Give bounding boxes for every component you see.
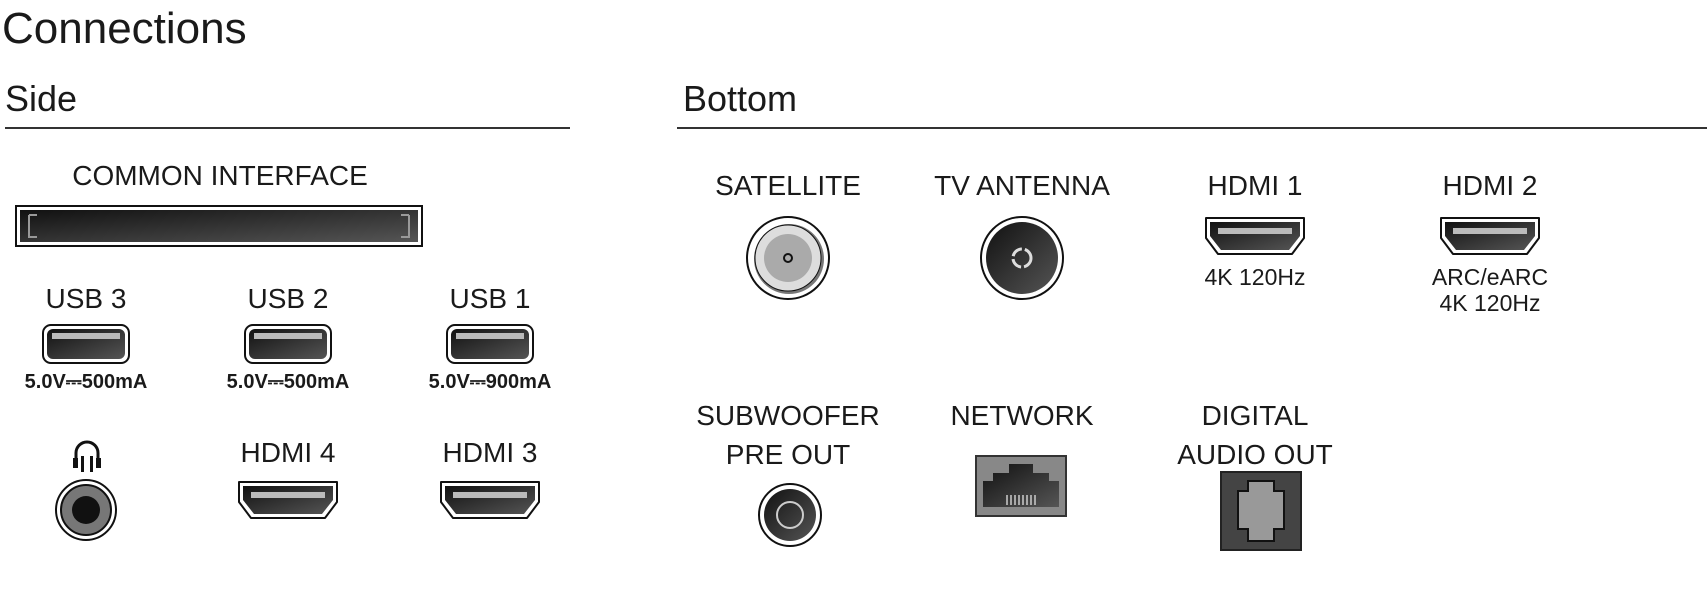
- usb2-port-icon: [244, 324, 332, 364]
- bottom-heading: Bottom: [683, 78, 798, 119]
- network-label: NETWORK: [950, 400, 1094, 431]
- usb2-spec: 5.0V⎓500mA: [226, 371, 350, 393]
- headphones-icon: [73, 440, 101, 472]
- hdmi2-label: HDMI 2: [1442, 170, 1538, 201]
- bottom-divider: [677, 127, 1707, 129]
- audio-out-label: AUDIO OUT: [1177, 439, 1333, 470]
- common-interface-slot-icon: [15, 205, 423, 247]
- pre-out-label: PRE OUT: [725, 439, 851, 470]
- common-interface-label: COMMON INTERFACE: [72, 160, 368, 191]
- side-divider: [5, 127, 570, 129]
- usb2-label: USB 2: [247, 283, 329, 314]
- page-title: Connections: [2, 4, 247, 53]
- usb3-label: USB 3: [45, 283, 127, 314]
- optical-port-icon: [1220, 471, 1302, 551]
- digital-label: DIGITAL: [1201, 400, 1309, 431]
- antenna-connector-icon: [980, 216, 1064, 300]
- usb3-spec: 5.0V⎓500mA: [24, 371, 148, 393]
- hdmi2-port-icon: [1437, 214, 1543, 258]
- usb1-port-icon: [446, 324, 534, 364]
- hdmi2-note-4k: 4K 120Hz: [1439, 290, 1541, 316]
- hdmi3-port-icon: [437, 478, 543, 522]
- hdmi1-port-icon: [1202, 214, 1308, 258]
- headphone-jack-icon: [55, 479, 117, 541]
- hdmi4-label: HDMI 4: [240, 437, 336, 468]
- satellite-connector-icon: [746, 216, 830, 300]
- hdmi3-label: HDMI 3: [442, 437, 538, 468]
- side-heading: Side: [5, 78, 78, 119]
- ethernet-port-icon: [975, 455, 1067, 517]
- usb1-label: USB 1: [449, 283, 531, 314]
- satellite-label: SATELLITE: [715, 170, 861, 201]
- usb3-port-icon: [42, 324, 130, 364]
- usb1-spec: 5.0V⎓900mA: [428, 371, 552, 393]
- hdmi1-label: HDMI 1: [1207, 170, 1303, 201]
- hdmi1-note: 4K 120Hz: [1204, 264, 1306, 290]
- subwoofer-label: SUBWOOFER: [696, 400, 880, 431]
- hdmi4-port-icon: [235, 478, 341, 522]
- tv-antenna-label: TV ANTENNA: [934, 170, 1110, 201]
- hdmi2-note-arc: ARC/eARC: [1431, 264, 1549, 290]
- subwoofer-jack-icon: [758, 483, 822, 547]
